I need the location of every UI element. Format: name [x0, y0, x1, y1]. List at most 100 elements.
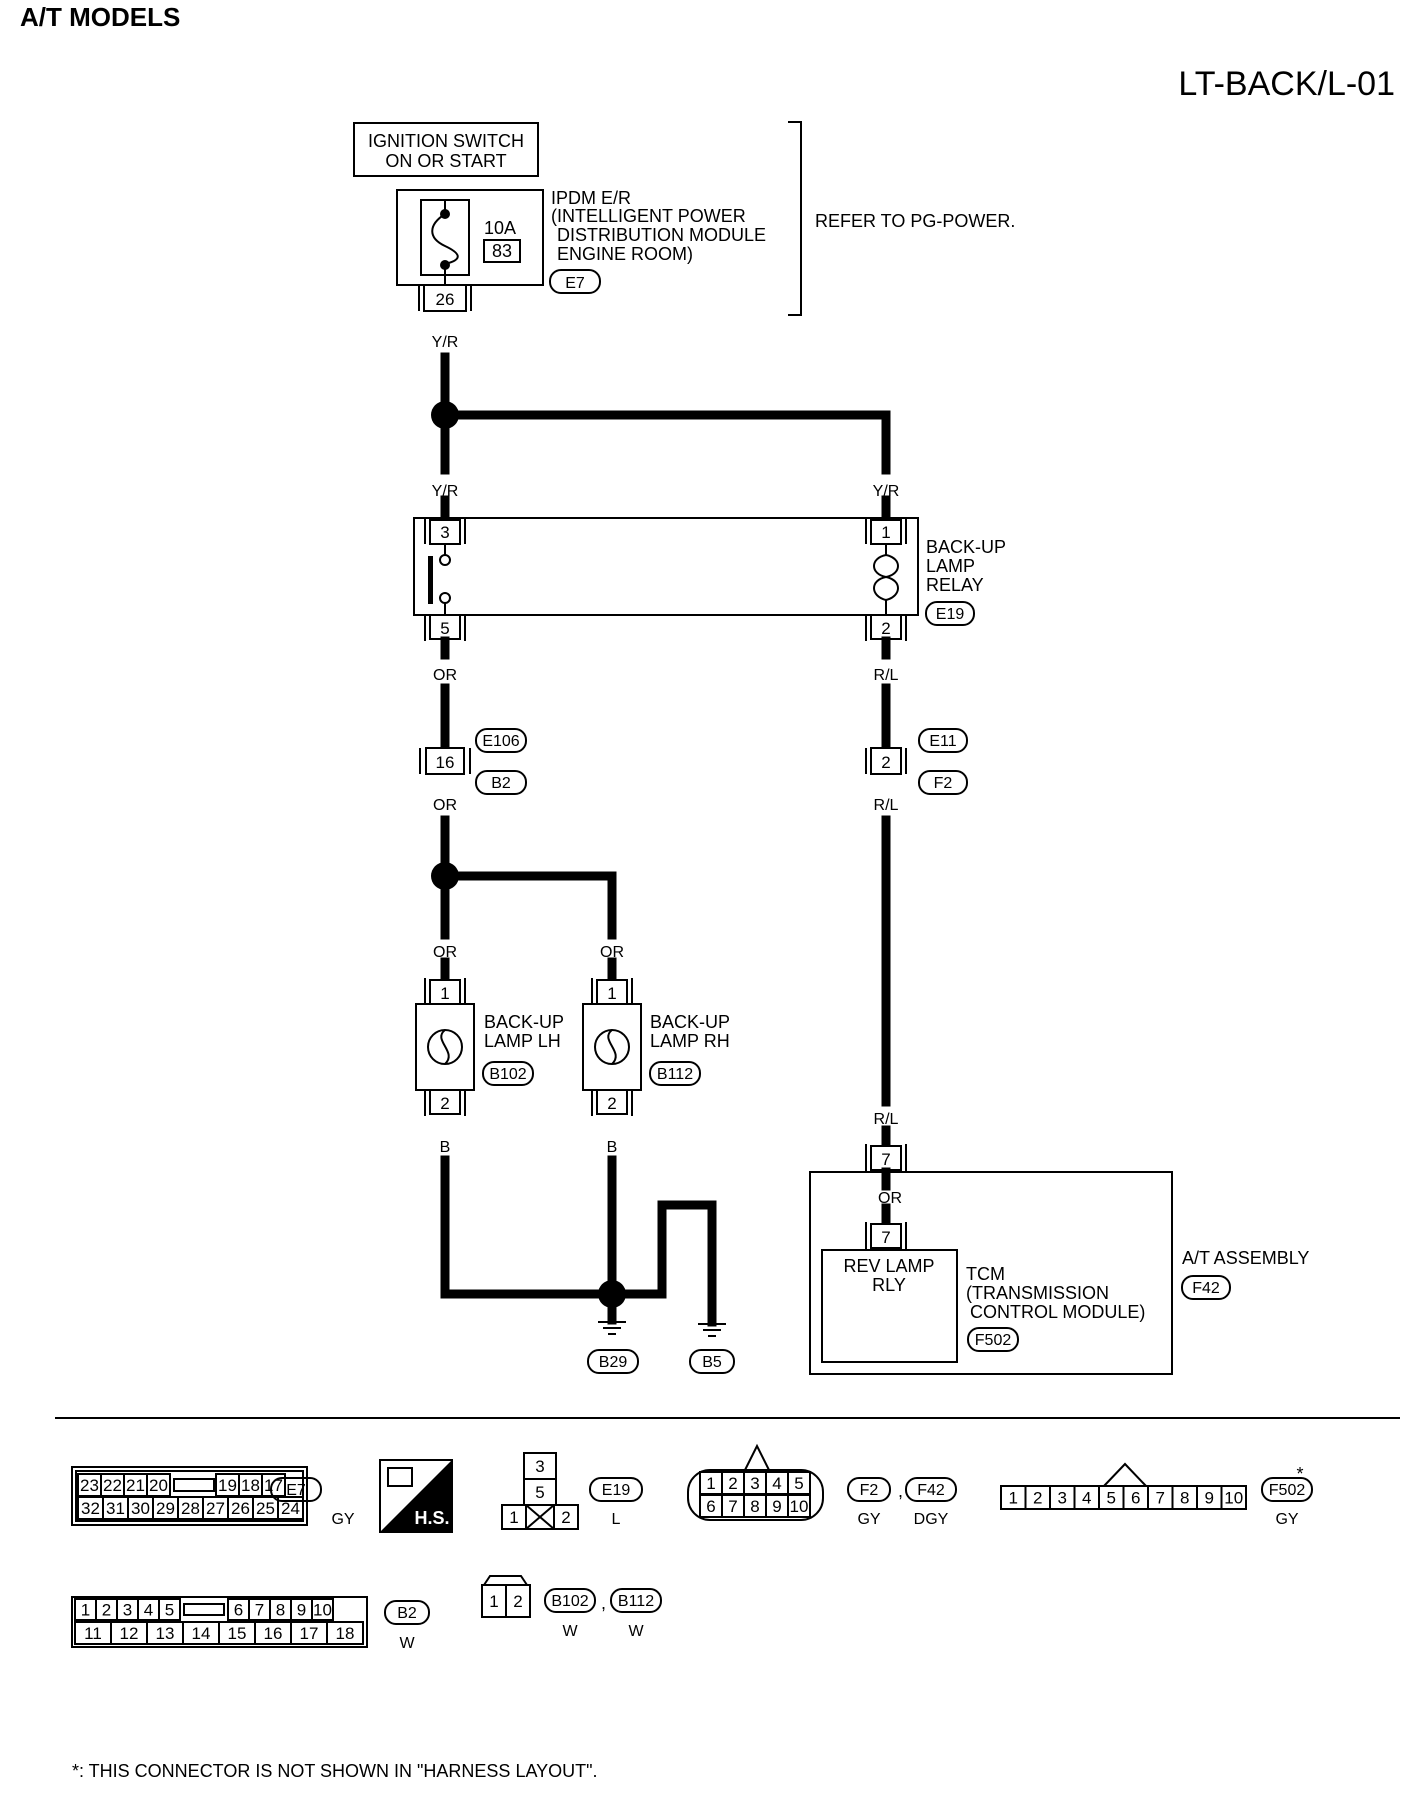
section-title: A/T MODELS [20, 2, 180, 32]
wire-label-or-2: OR [433, 797, 457, 814]
lamp-rh-label-1: BACK-UP [650, 1012, 730, 1032]
lamp-lh-terminal-1: 1 [440, 984, 449, 1003]
ground-b5-label: B5 [702, 1354, 722, 1371]
legend-b2-pin-14: 14 [192, 1624, 211, 1643]
legend-b2-color: W [399, 1635, 415, 1652]
wire-label-or-5: OR [878, 1190, 902, 1207]
legend-b102-color: W [562, 1623, 578, 1640]
junction-right-top: E11 [929, 733, 956, 750]
tcm-connector: F502 [975, 1332, 1012, 1349]
legend-b2-pin-7: 7 [255, 1601, 264, 1620]
tcm-label-2: (TRANSMISSION [966, 1283, 1109, 1303]
legend-e7-pin-19: 19 [218, 1476, 237, 1495]
legend-e7-pin-18: 18 [241, 1476, 260, 1495]
ipdm-connector: E7 [565, 275, 585, 292]
backup-lamp-lh: 1 2 BACK-UP LAMP LH B102 [415, 978, 564, 1116]
legend-b2-pin-18: 18 [336, 1624, 355, 1643]
legend-f2-name: F2 [860, 1482, 879, 1499]
legend-b102: 1 2 B102 , B112 W W [481, 1575, 662, 1640]
legend-b2-pin-17: 17 [300, 1624, 319, 1643]
wire-label-b-1: B [440, 1139, 451, 1156]
legend-e7-pin-32: 32 [81, 1499, 100, 1518]
fuse-amp: 10A [484, 218, 516, 238]
legend-f2-pin-8: 8 [750, 1497, 759, 1516]
tcm-terminal-outer: 7 [881, 1150, 890, 1169]
legend-b2-name: B2 [397, 1605, 417, 1622]
lamp-lh-label-2: LAMP LH [484, 1031, 561, 1051]
lamp-rh-connector: B112 [657, 1066, 693, 1083]
ipdm-label-2: (INTELLIGENT POWER [551, 206, 746, 226]
legend-b2-pin-15: 15 [228, 1624, 247, 1643]
legend-f2-pin-7: 7 [728, 1497, 737, 1516]
wire-label-or-4: OR [600, 944, 624, 961]
legend-e7-pin-24: 24 [281, 1499, 300, 1518]
wire-label-b-4: B [607, 1240, 618, 1257]
lamp-rh-terminal-1: 1 [607, 984, 616, 1003]
legend-e7-pin-26: 26 [231, 1499, 250, 1518]
wire-ground-b5 [607, 1200, 717, 1327]
legend-b102-name: B102 [551, 1593, 588, 1610]
legend-f502-name: F502 [1269, 1482, 1306, 1499]
ground-b5: B5 [689, 1323, 735, 1374]
hs-label: H.S. [414, 1508, 449, 1528]
legend-f2-pin-5: 5 [794, 1474, 803, 1493]
legend-b2-pin-12: 12 [120, 1624, 139, 1643]
ipdm-label-4: ENGINE ROOM) [557, 244, 693, 264]
legend-e7-pin-29: 29 [156, 1499, 175, 1518]
wire-yr-branch [440, 410, 891, 475]
legend-b2-pin-9: 9 [297, 1601, 306, 1620]
legend-f42-name: F42 [917, 1482, 945, 1499]
hs-badge: H.S. [379, 1459, 453, 1533]
legend-e19-name: E19 [602, 1482, 631, 1499]
wire-label-or-3: OR [433, 944, 457, 961]
legend-e19: 3 5 1 2 E19 L [501, 1452, 643, 1530]
relay-contact-icon [439, 554, 451, 566]
legend-b2-pin-16: 16 [264, 1624, 283, 1643]
legend-e7-pin-17: 17 [264, 1476, 283, 1495]
legend-e7-pin-28: 28 [181, 1499, 200, 1518]
ignition-label-2: ON OR START [385, 151, 506, 171]
legend-b2-pin-10: 10 [313, 1601, 332, 1620]
legend-b112-color: W [628, 1623, 644, 1640]
lamp-lh-connector: B102 [489, 1066, 526, 1083]
relay-terminal-3: 3 [440, 523, 449, 542]
legend-f2-color: GY [857, 1511, 880, 1528]
relay-connector: E19 [936, 606, 965, 623]
legend-f502-color: GY [1275, 1511, 1298, 1528]
legend-e7-color: GY [331, 1511, 354, 1528]
legend-f502-pin-6: 6 [1131, 1489, 1140, 1508]
legend-b2-pin-8: 8 [276, 1601, 285, 1620]
tcm-box [821, 1249, 958, 1363]
relay-label-2: LAMP [926, 556, 975, 576]
at-assembly-label: A/T ASSEMBLY [1182, 1248, 1309, 1268]
legend-e7-pin-21: 21 [126, 1476, 145, 1495]
legend-f2-pin-1: 1 [706, 1474, 715, 1493]
legend-e7-pin-30: 30 [131, 1499, 150, 1518]
legend-e19-pin-5: 5 [535, 1483, 544, 1502]
junction-left: 16 E106 B2 [419, 728, 527, 795]
legend-b2-pin-5: 5 [165, 1601, 174, 1620]
wire-label-rl-1: R/L [874, 667, 899, 684]
wire-label-yr-3: Y/R [873, 483, 900, 500]
legend-f2-pin-2: 2 [728, 1474, 737, 1493]
backup-lamp-rh: 1 2 BACK-UP LAMP RH B112 [582, 978, 730, 1116]
lamp-rh-terminal-2: 2 [607, 1094, 616, 1113]
wire-label-b-2: B [607, 1139, 618, 1156]
wire-label-b-6: B [707, 1240, 718, 1257]
legend-f502-pin-1: 1 [1009, 1489, 1018, 1508]
legend-f2-pin-10: 10 [790, 1497, 809, 1516]
wire-label-rl-2: R/L [874, 797, 899, 814]
refer-bracket [788, 121, 802, 316]
legend-f2-pin-6: 6 [706, 1497, 715, 1516]
legend-f2-pin-3: 3 [750, 1474, 759, 1493]
legend-e19-pin-3: 3 [535, 1457, 544, 1476]
legend-f502-pin-4: 4 [1082, 1489, 1091, 1508]
footnote: *: THIS CONNECTOR IS NOT SHOWN IN "HARNE… [72, 1761, 598, 1781]
tcm-label-1: TCM [966, 1264, 1005, 1284]
relay-terminal-2: 2 [881, 619, 890, 638]
legend-e19-pin-1: 1 [509, 1508, 518, 1527]
ground-b5-icon [698, 1323, 726, 1337]
at-assembly: 7 OR 7 REV LAMP RLY TCM (TRANSMISSION CO… [809, 1144, 1173, 1375]
